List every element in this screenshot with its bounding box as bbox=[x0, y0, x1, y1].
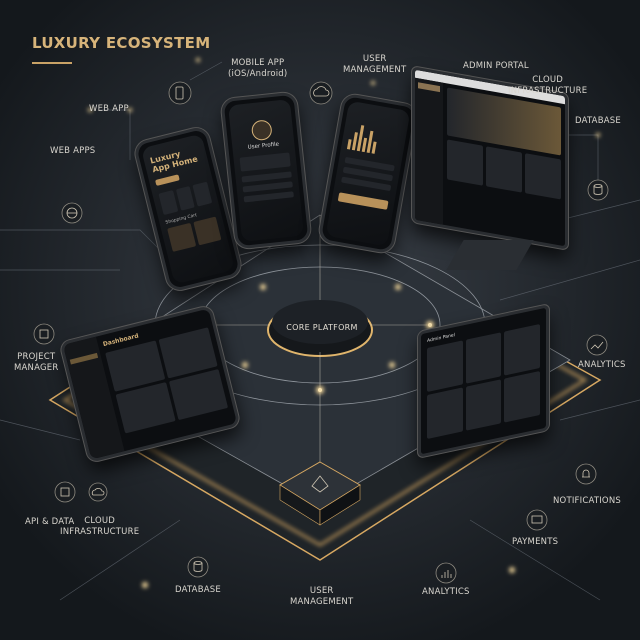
label-api-data: API & DATA bbox=[25, 517, 75, 527]
phone-home-title: Luxury App Home bbox=[149, 149, 199, 175]
analytics-line-icon bbox=[586, 334, 608, 356]
label-web-apps: WEB APPS bbox=[50, 146, 96, 156]
label-payments: PAYMENTS bbox=[512, 537, 559, 547]
label-analytics-bottom: ANALYTICS bbox=[422, 587, 470, 597]
label-admin-portal: ADMIN PORTAL bbox=[463, 61, 529, 71]
analytics-bars-icon bbox=[435, 562, 457, 584]
label-mobile-app: MOBILE APP(iOS/Android) bbox=[228, 58, 288, 79]
payments-icon bbox=[526, 509, 548, 531]
title-underline bbox=[32, 62, 72, 64]
page-title: LUXURY ECOSYSTEM bbox=[32, 34, 211, 52]
cloud-icon bbox=[88, 482, 108, 502]
label-analytics-right: ANALYTICS bbox=[578, 360, 626, 370]
bell-icon bbox=[575, 463, 597, 485]
phone-profile-title: User Profile bbox=[247, 141, 280, 151]
project-icon bbox=[33, 323, 55, 345]
cloud-upload-icon bbox=[309, 81, 333, 105]
label-web-app: WEB APP bbox=[89, 104, 129, 114]
avatar bbox=[250, 119, 273, 142]
label-notifications: NOTIFICATIONS bbox=[553, 496, 621, 506]
label-database-bottom: DATABASE bbox=[175, 585, 221, 595]
database-icon bbox=[587, 179, 609, 201]
mobile-icon bbox=[168, 81, 192, 105]
database-bottom-icon bbox=[187, 556, 209, 578]
phone-profile: User Profile bbox=[220, 91, 312, 250]
phone-home-button[interactable] bbox=[155, 174, 180, 186]
label-database-top: DATABASE bbox=[575, 116, 621, 126]
api-icon bbox=[54, 481, 76, 503]
core-platform-label: CORE PLATFORM bbox=[286, 323, 358, 332]
phone-analytics-button[interactable] bbox=[337, 192, 389, 210]
